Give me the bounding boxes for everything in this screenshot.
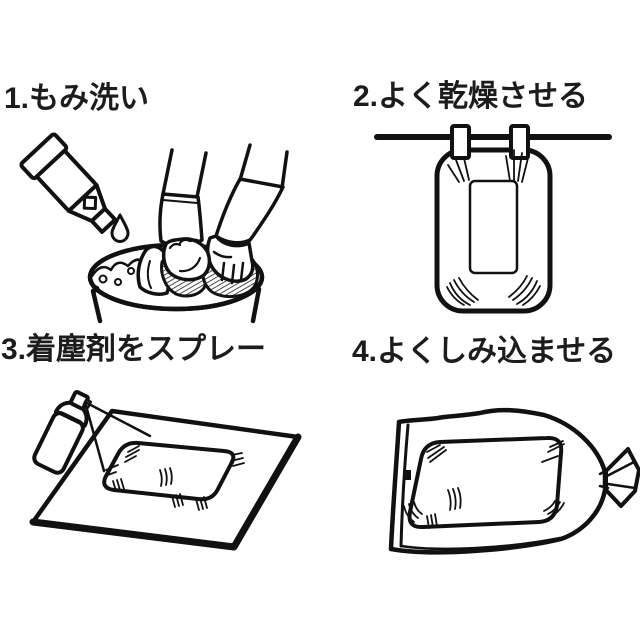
spray-can-icon bbox=[32, 389, 93, 475]
hatch-marks bbox=[104, 445, 245, 511]
left-hand-icon bbox=[158, 192, 212, 282]
hang-dry-icon bbox=[374, 124, 612, 314]
tub-wash-icon bbox=[19, 132, 289, 324]
step-4-label: 4.よくしみ込ませる bbox=[352, 335, 617, 368]
water-drop-icon bbox=[110, 213, 130, 243]
pad-in-bag-icon bbox=[388, 407, 640, 555]
clothespin-icon bbox=[509, 124, 530, 160]
hatch-marks bbox=[446, 149, 541, 306]
mop-pad-icon bbox=[102, 440, 236, 502]
bag-twist-tie-icon bbox=[598, 447, 640, 508]
pad-tab bbox=[404, 470, 411, 480]
pocket-outline bbox=[468, 179, 519, 275]
step-2-label: 2.よく乾燥させる bbox=[353, 80, 589, 113]
right-hand-icon bbox=[205, 177, 285, 285]
spray-mist-icon bbox=[83, 400, 152, 473]
step-1-label: 1.もみ洗い bbox=[4, 82, 150, 115]
cloth-fold bbox=[136, 244, 172, 296]
spray-pad-icon bbox=[29, 389, 302, 551]
mop-pad-in-bag-icon bbox=[407, 435, 564, 530]
detergent-bottle-icon bbox=[19, 132, 118, 234]
step-3-label: 3.着塵剤をスプレー bbox=[1, 333, 267, 366]
clothespin-icon bbox=[450, 124, 471, 160]
hatch-marks bbox=[403, 440, 565, 529]
arm-sleeves bbox=[161, 143, 289, 199]
